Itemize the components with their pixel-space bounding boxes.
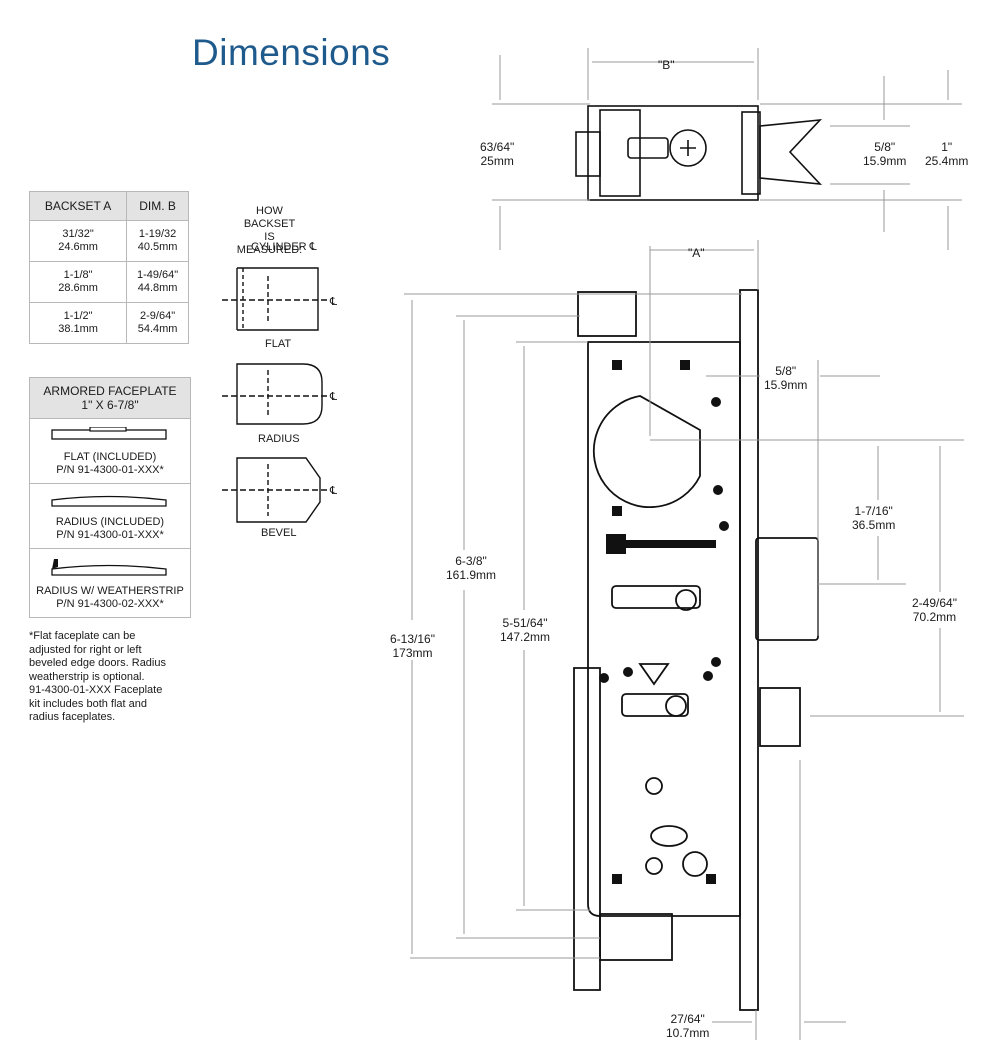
radius-backset-diagram	[222, 363, 330, 425]
dim-mm: 70.2mm	[912, 610, 957, 624]
top-view	[575, 105, 823, 201]
dim-inch: 1-7/16"	[854, 504, 893, 518]
how-backset-heading: HOW BACKSET IS MEASURED:	[232, 205, 307, 257]
dim-inch: 5/8"	[775, 364, 797, 378]
dim-top-mid: 5/8"15.9mm	[863, 140, 906, 168]
dim-side-58: 5/8"15.9mm	[764, 364, 807, 392]
dim-mm: 25mm	[480, 154, 514, 168]
cell-mm: 54.4mm	[137, 323, 178, 335]
dim-b-label: "B"	[658, 58, 675, 72]
cell-mm: 28.6mm	[58, 282, 98, 294]
cell-mm: 40.5mm	[137, 241, 178, 253]
cell-inch: 1-49/64"	[136, 269, 179, 281]
dim-mm: 147.2mm	[500, 630, 551, 644]
how-line1: HOW BACKSET	[243, 205, 296, 230]
page-title: Dimensions	[192, 32, 391, 73]
cell-inch: 2-9/64"	[140, 310, 176, 322]
flat-label: FLAT	[265, 338, 292, 350]
dim-inch: 5/8"	[874, 140, 896, 154]
bevel-label: BEVEL	[261, 527, 297, 539]
dim-inch: 63/64"	[480, 140, 515, 154]
dim-a-label: "A"	[688, 246, 705, 260]
dim-27-64: 27/64"10.7mm	[666, 1012, 709, 1040]
cell-inch: 1-1/2"	[63, 310, 93, 322]
note-line: *Flat faceplate can be	[29, 630, 136, 642]
faceplate-option-radius: RADIUS (INCLUDED)P/N 91-4300-01-XXX*	[30, 484, 190, 549]
dim-top-right: 1"25.4mm	[925, 140, 968, 168]
armored-size: 1" X 6-7/8"	[81, 398, 139, 412]
option-label: RADIUS W/ WEATHERSTRIP	[36, 585, 184, 597]
dim-top-left: 63/64"25mm	[480, 140, 514, 168]
faceplate-note: *Flat faceplate can be adjusted for righ…	[29, 630, 199, 725]
dim-inch: 6-13/16"	[390, 632, 435, 646]
flat-backset-diagram	[222, 267, 330, 331]
flat-faceplate-icon	[51, 427, 167, 440]
note-line: adjusted for right or left	[29, 643, 142, 656]
option-part-number: P/N 91-4300-01-XXX*	[56, 529, 164, 541]
table-header-backset: BACKSET A	[28, 191, 128, 221]
cell-mm: 38.1mm	[58, 323, 98, 335]
faceplate-option-flat: FLAT (INCLUDED)P/N 91-4300-01-XXX*	[30, 419, 190, 484]
weatherstrip-faceplate-icon	[51, 559, 167, 576]
cell-mm: 24.6mm	[58, 241, 98, 253]
dim-mm: 173mm	[392, 646, 433, 660]
dim-6-3-8: 6-3/8"161.9mm	[446, 554, 496, 582]
dim-inch: 5-51/64"	[502, 616, 548, 630]
dim-mm: 15.9mm	[764, 378, 808, 392]
dim-inch: 27/64"	[670, 1012, 705, 1026]
side-view	[573, 289, 819, 1011]
cell-inch: 1-19/32	[138, 228, 177, 240]
dim-mm: 15.9mm	[863, 154, 907, 168]
armored-title: ARMORED FACEPLATE	[43, 384, 177, 398]
note-line: weatherstrip is optional.	[29, 670, 145, 683]
cylinder-label: CYLINDER ℄	[251, 241, 317, 253]
option-part-number: P/N 91-4300-01-XXX*	[56, 464, 164, 476]
dim-inch: 1"	[941, 140, 953, 154]
how-line2: IS MEASURED:	[236, 231, 303, 256]
note-line: beveled edge doors. Radius	[29, 657, 166, 669]
armored-header: ARMORED FACEPLATE 1" X 6-7/8"	[30, 378, 190, 419]
cell-inch: 1-1/8"	[63, 269, 93, 281]
table-row: 1-1/2"38.1mm 2-9/64"54.4mm	[28, 302, 189, 344]
radius-label: RADIUS	[258, 433, 300, 445]
note-line: 91-4300-01-XXX Faceplate	[29, 684, 163, 696]
dim-inch: 6-3/8"	[455, 554, 487, 568]
cell-inch: 31/32"	[62, 228, 94, 240]
dim-5-51-64: 5-51/64"147.2mm	[500, 616, 550, 644]
table-header-dim-b: DIM. B	[126, 191, 189, 221]
bevel-backset-diagram	[222, 457, 330, 523]
option-part-number: P/N 91-4300-02-XXX*	[56, 598, 164, 610]
dim-inch: 2-49/64"	[912, 596, 957, 610]
note-line: radius faceplates.	[29, 711, 116, 723]
radius-faceplate-icon	[51, 495, 167, 507]
dim-mm: 36.5mm	[852, 518, 896, 532]
cell-mm: 44.8mm	[137, 282, 178, 294]
dim-6-13-16: 6-13/16"173mm	[390, 632, 435, 660]
cl-mark-bevel: ℄	[330, 485, 338, 497]
option-label: FLAT (INCLUDED)	[63, 451, 157, 463]
dim-mm: 10.7mm	[666, 1026, 710, 1040]
cl-mark-flat: ℄	[330, 296, 338, 308]
dim-mm: 25.4mm	[925, 154, 969, 168]
dim-mm: 161.9mm	[446, 568, 497, 582]
dim-2-49-64: 2-49/64"70.2mm	[912, 596, 957, 624]
dim-1-7-16: 1-7/16"36.5mm	[852, 504, 895, 532]
armored-faceplate-box: ARMORED FACEPLATE 1" X 6-7/8" FLAT (INCL…	[29, 377, 191, 618]
option-label: RADIUS (INCLUDED)	[55, 516, 165, 528]
cl-mark-radius: ℄	[330, 391, 338, 403]
note-line: kit includes both flat and	[29, 697, 148, 710]
